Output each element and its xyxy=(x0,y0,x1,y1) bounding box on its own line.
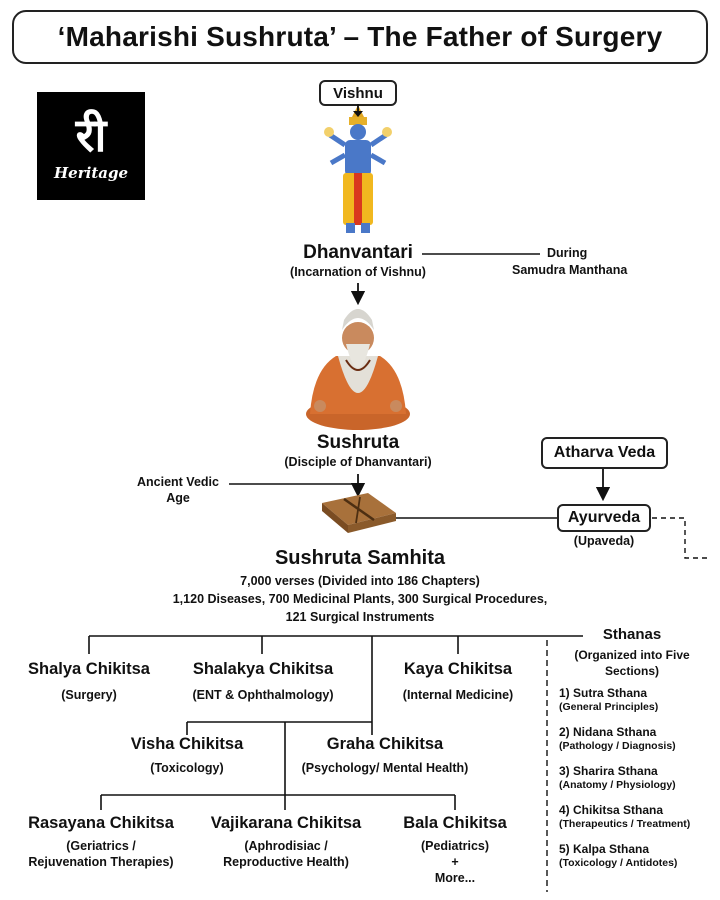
ancient-vedic-label: Ancient Vedic xyxy=(137,475,219,489)
branch-desc-1: (Pediatrics) xyxy=(420,839,490,853)
branch-desc-3: More... xyxy=(434,871,476,885)
branch-name: Visha Chikitsa xyxy=(130,735,244,753)
book-figure xyxy=(322,493,396,533)
sushruta-sub: (Disciple of Dhanvantari) xyxy=(284,455,432,469)
samudra-manthana-note: Samudra Manthana xyxy=(512,263,628,277)
branch-kaya: Kaya Chikitsa (Internal Medicine) xyxy=(378,660,538,703)
branch-name: Shalya Chikitsa xyxy=(28,660,150,678)
branch-desc-2: + xyxy=(451,855,459,869)
branch-name: Shalakya Chikitsa xyxy=(192,660,334,678)
branch-name: Vajikarana Chikitsa xyxy=(210,814,362,832)
heritage-logo: री Heritage xyxy=(37,92,145,200)
branch-desc-2: Reproductive Health) xyxy=(223,855,349,869)
during-note: During xyxy=(547,246,588,260)
vishnu-box: Vishnu xyxy=(319,80,397,106)
ayurveda-sub: (Upaveda) xyxy=(573,534,635,548)
samhita-line1: 7,000 verses (Divided into 186 Chapters) xyxy=(240,574,480,588)
sthana-name: 1) Sutra Sthana xyxy=(559,686,648,700)
branch-name: Kaya Chikitsa xyxy=(403,660,513,678)
sthana-name: 5) Kalpa Sthana xyxy=(559,842,650,856)
sthana-item: 3) Sharira Sthana (Anatomy / Physiology) xyxy=(559,764,676,792)
branch-desc: (Surgery) xyxy=(61,688,117,702)
sthana-desc: (Toxicology / Antidotes) xyxy=(559,857,678,869)
branch-rasayana: Rasayana Chikitsa (Geriatrics / Rejuvena… xyxy=(8,814,194,870)
branch-shalakya: Shalakya Chikitsa (ENT & Ophthalmology) xyxy=(177,660,349,703)
sthana-item: 2) Nidana Sthana (Pathology / Diagnosis) xyxy=(559,725,676,753)
branch-desc: (Internal Medicine) xyxy=(402,688,514,702)
branch-name: Rasayana Chikitsa xyxy=(28,814,174,832)
sthana-name: 4) Chikitsa Sthana xyxy=(559,803,664,817)
sushruta-name: Sushruta xyxy=(316,432,400,453)
logo-text: Heritage xyxy=(54,164,128,182)
dhanvantari-name: Dhanvantari xyxy=(303,242,413,263)
arrow-down-icon xyxy=(353,104,363,117)
sthana-desc: (Therapeutics / Treatment) xyxy=(559,818,691,830)
sthana-item: 4) Chikitsa Sthana (Therapeutics / Treat… xyxy=(559,803,690,831)
age-label: Age xyxy=(166,491,190,505)
sthana-name: 3) Sharira Sthana xyxy=(559,764,658,778)
samhita-title: Sushruta Samhita xyxy=(274,547,446,569)
page-title: ‘Maharishi Sushruta’ – The Father of Sur… xyxy=(12,10,708,64)
samhita-line3: 121 Surgical Instruments xyxy=(285,610,435,624)
samhita-line2: 1,120 Diseases, 700 Medicinal Plants, 30… xyxy=(172,592,548,606)
branch-graha: Graha Chikitsa (Psychology/ Mental Healt… xyxy=(290,735,480,776)
dhanvantari-sub: (Incarnation of Vishnu) xyxy=(290,265,426,279)
sthanas-sub-1: (Organized into Five xyxy=(574,648,690,662)
branch-shalya: Shalya Chikitsa (Surgery) xyxy=(4,660,174,703)
branch-name: Graha Chikitsa xyxy=(326,735,444,753)
sthana-name: 2) Nidana Sthana xyxy=(559,725,657,739)
branch-desc-1: (Geriatrics / xyxy=(66,839,136,853)
sthana-item: 5) Kalpa Sthana (Toxicology / Antidotes) xyxy=(559,842,677,870)
branch-desc-2: Rejuvenation Therapies) xyxy=(28,855,174,869)
branch-vajikarana: Vajikarana Chikitsa (Aphrodisiac / Repro… xyxy=(200,814,372,870)
sthanas-header: Sthanas (Organized into Five Sections) xyxy=(552,626,712,679)
branch-name: Bala Chikitsa xyxy=(403,814,507,832)
branch-bala: Bala Chikitsa (Pediatrics) + More... xyxy=(390,814,520,886)
atharva-veda-box: Atharva Veda xyxy=(541,437,668,469)
vishnu-figure xyxy=(324,105,392,233)
branch-desc: (Psychology/ Mental Health) xyxy=(301,761,469,775)
sthanas-sub-2: Sections) xyxy=(604,664,659,678)
ayurveda-box: Ayurveda xyxy=(557,504,651,532)
sthana-item: 1) Sutra Sthana (General Principles) xyxy=(559,686,658,714)
branch-desc-1: (Aphrodisiac / xyxy=(244,839,328,853)
branch-desc: (Toxicology) xyxy=(150,761,224,775)
sthana-desc: (Pathology / Diagnosis) xyxy=(559,740,676,752)
branch-desc: (ENT & Ophthalmology) xyxy=(192,688,334,702)
sthanas-title: Sthanas xyxy=(602,626,662,643)
branch-visha: Visha Chikitsa (Toxicology) xyxy=(117,735,257,776)
sthana-desc: (General Principles) xyxy=(559,701,659,713)
sthana-desc: (Anatomy / Physiology) xyxy=(559,779,676,791)
logo-glyph: री xyxy=(75,108,107,162)
sushruta-figure xyxy=(306,309,410,430)
